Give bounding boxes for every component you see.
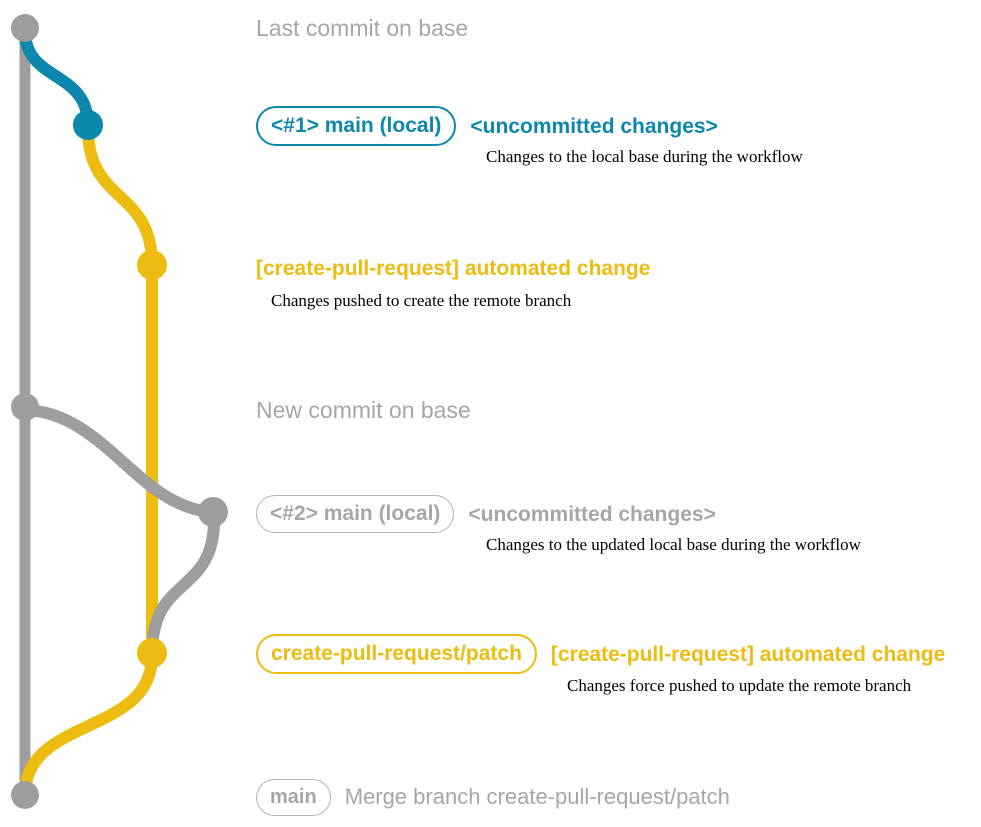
commit-row-local-2: <#2> main (local) <uncommitted changes> [256,495,716,533]
commit-description-patch-create: Changes pushed to create the remote bran… [271,291,572,310]
branch-badge-local-main-2[interactable]: <#2> main (local) [256,495,455,533]
commit-row-base-merge: main Merge branch create-pull-request/pa… [256,778,730,816]
commit-subject-patch-create: [create-pull-request] automated change [256,256,651,280]
edge-base-last-to-local-1 [19,25,94,131]
branch-badge-create-pull-request-patch[interactable]: create-pull-request/patch [256,634,537,674]
commit-subject-base-merge: Merge branch create-pull-request/patch [344,784,730,809]
branch-edges [19,22,221,801]
commit-subject-base-last: Last commit on base [256,14,469,41]
commit-node-local-2[interactable] [198,497,228,527]
commit-row-base-new: New commit on base [256,396,471,424]
branch-badge-local-main-1[interactable]: <#1> main (local) [256,106,457,146]
commit-description-local-2: Changes to the updated local base during… [486,535,861,554]
branch-badge-main[interactable]: main [256,778,331,816]
edge-base-new-to-local-2 [21,404,217,518]
commit-row-patch-create: [create-pull-request] automated change [256,254,650,282]
commit-subject-base-new: New commit on base [256,396,471,423]
commit-subject-patch-force: [create-pull-request] automated change [550,642,946,666]
commit-description-local-1: Changes to the local base during the wor… [486,147,803,166]
commit-node-base-new[interactable] [11,393,39,421]
edge-patch-force-to-base-merge [19,650,158,801]
commit-subject-local-2: <uncommitted changes> [468,502,716,526]
commit-nodes [11,14,228,809]
commit-row-patch-force: create-pull-request/patch [create-pull-r… [256,634,946,674]
commit-row-base-last: Last commit on base [256,14,468,42]
commit-node-base-merge[interactable] [11,781,39,809]
commit-row-local-1: <#1> main (local) <uncommitted changes> [256,106,718,146]
commit-node-patch-force[interactable] [137,638,167,668]
commit-subject-local-1: <uncommitted changes> [470,114,718,138]
edge-local-2-to-patch-force [146,510,221,659]
commit-node-local-1[interactable] [73,110,103,140]
edge-local-1-to-patch-create [82,122,158,271]
commit-node-base-last[interactable] [11,14,39,42]
commit-description-patch-force: Changes force pushed to update the remot… [567,676,912,695]
commit-node-patch-create[interactable] [137,250,167,280]
